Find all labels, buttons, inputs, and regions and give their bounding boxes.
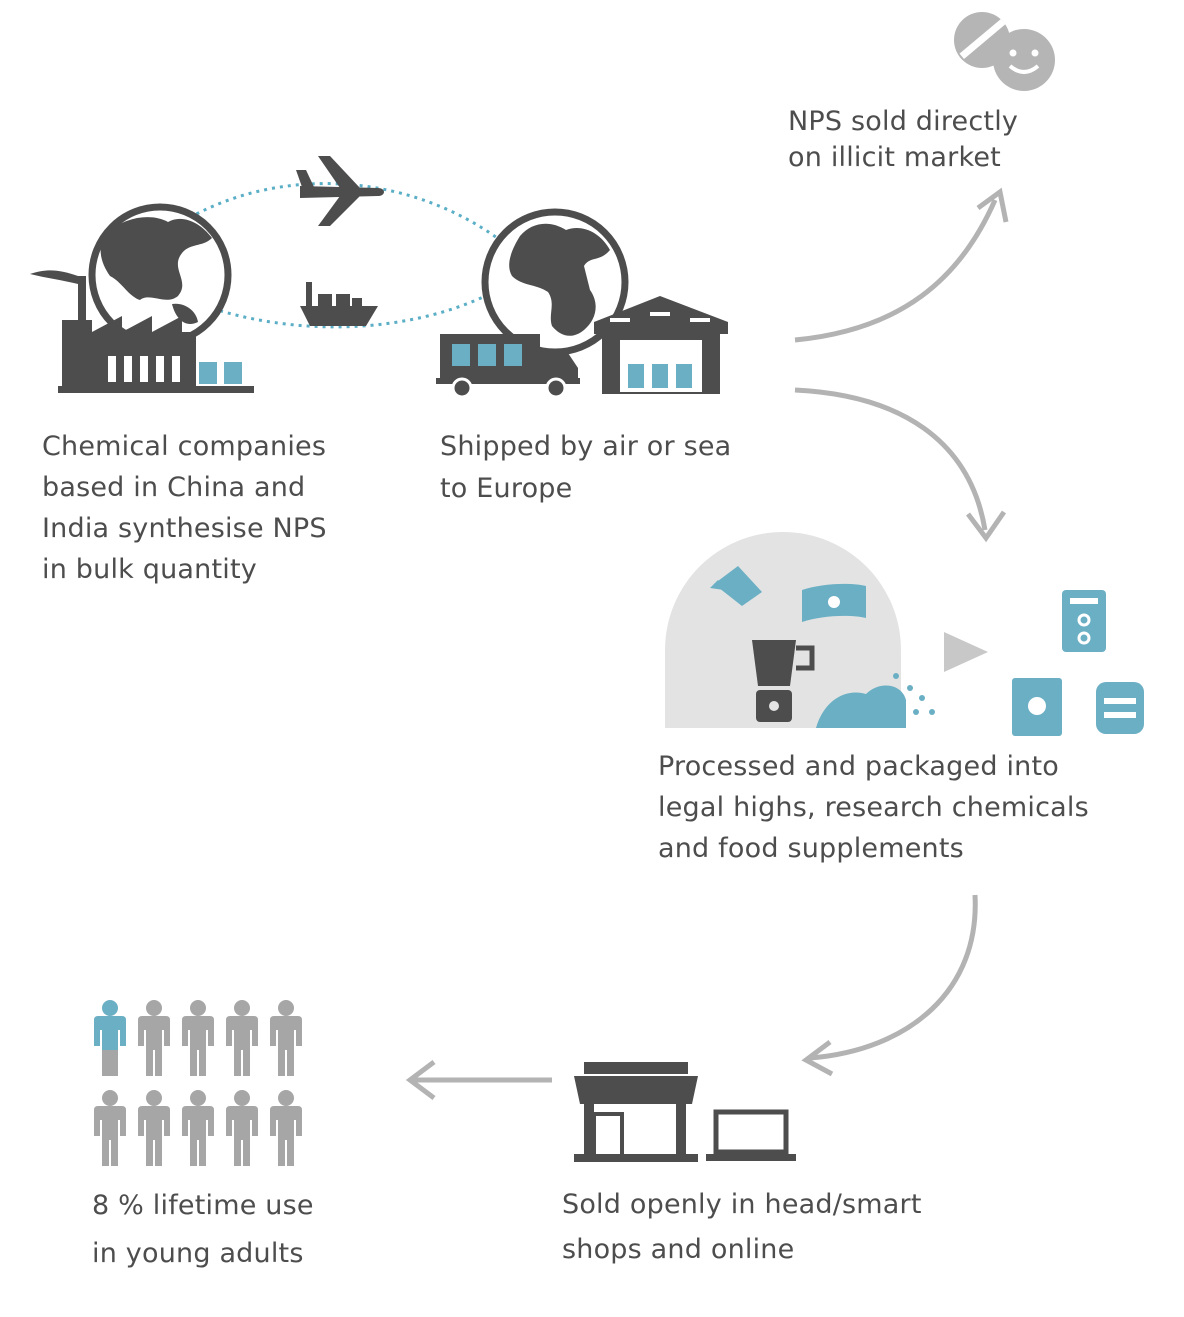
warehouse-icon	[594, 296, 728, 394]
processing-scene	[665, 532, 935, 728]
ship-icon	[300, 282, 378, 326]
globe-europe-icon	[481, 208, 629, 356]
arrow-to-retail	[801, 894, 978, 1077]
shipping-route-air	[149, 182, 532, 267]
retail-label: Sold openly in head/smart shops and onli…	[562, 1189, 922, 1265]
person-icon	[270, 1090, 302, 1166]
person-icon	[94, 1000, 126, 1076]
person-icon	[138, 1090, 170, 1166]
origin-label: Chemical companies based in China and In…	[42, 431, 327, 585]
laptop-icon	[706, 1109, 796, 1161]
person-icon	[138, 1000, 170, 1076]
arrow-to-use	[405, 1060, 552, 1100]
arrow-to-processing	[794, 387, 1007, 543]
arrow-to-illicit	[794, 187, 1009, 343]
processing-arrow-icon	[944, 632, 988, 672]
illicit-label: NPS sold directly on illicit market	[788, 106, 1019, 173]
person-icon	[226, 1090, 258, 1166]
package-icon	[1012, 590, 1144, 736]
truck-icon	[436, 334, 580, 399]
person-icon	[94, 1090, 126, 1166]
processing-label: Processed and packaged into legal highs,…	[658, 751, 1089, 864]
person-icon	[182, 1090, 214, 1166]
person-icon	[226, 1000, 258, 1076]
shop-icon	[574, 1062, 698, 1162]
blender-icon	[752, 640, 815, 722]
person-icon	[182, 1000, 214, 1076]
pills-icon	[954, 12, 1055, 91]
use-label: 8 % lifetime use in young adults	[92, 1190, 314, 1269]
factory-icon	[30, 270, 254, 393]
person-icon	[270, 1000, 302, 1076]
airplane-icon	[296, 156, 384, 226]
shipping-label: Shipped by air or sea to Europe	[440, 431, 732, 504]
people-chart	[94, 1000, 302, 1166]
